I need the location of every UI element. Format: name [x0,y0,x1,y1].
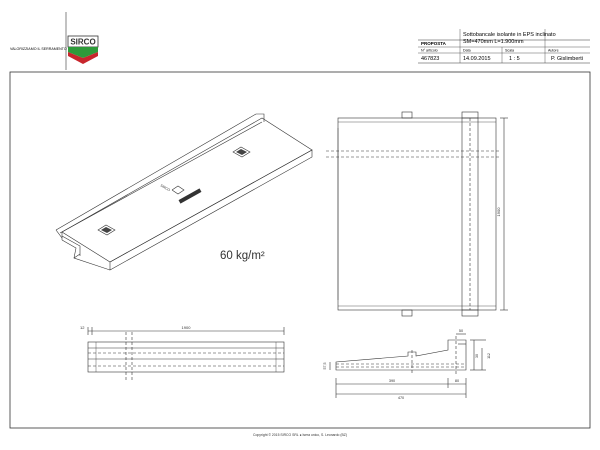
col-article: N° articolo [421,49,438,53]
section-dim-left: 57,5 [323,363,327,370]
col-author: Autore [548,49,559,53]
side-height-dim: 1900 [496,207,501,217]
front-view [87,327,285,380]
section-dim-right-b: 112 [487,353,491,359]
copyright-text: Copyright © 2015 SIRCO SRL ● Isera unico… [253,433,347,437]
col-date: Data [463,49,471,53]
article-number: 467823 [421,56,439,62]
title-block: VALORIZZIAMO IL SERRAMENTO SIRCO PROPOST… [10,12,590,70]
section-dim-top: 50 [459,329,463,333]
author-value: P. Gislimberti [551,56,583,62]
section-dim-bottom-b: 80 [455,379,459,383]
cross-section-view [329,333,486,398]
top-view [326,111,508,317]
front-length-dim: 1900 [182,325,192,330]
iso-label: SIRCO [160,183,172,192]
description-line-2: SM=470mm L=1.900mm [463,39,524,45]
isometric-view [55,113,313,271]
scale-value: 1 : 5 [509,56,520,62]
logo-text: SIRCO [70,38,95,47]
drawing-frame [9,71,591,429]
description-line-1: Sottobancale isolante in EPS inclinato [463,32,556,38]
section-dim-right-a: 30 [475,354,479,358]
proposal-label: PROPOSTA [421,41,447,46]
col-scale: Scala [505,49,514,53]
date-value: 14.09.2015 [463,56,491,62]
company-tagline: VALORIZZIAMO IL SERRAMENTO [10,47,67,51]
company-logo: SIRCO [67,35,99,64]
section-dim-total: 470 [398,396,404,400]
section-dim-bottom-a: 390 [389,379,395,383]
weight-note: 60 kg/m² [220,250,265,262]
front-left-dim: 12 [80,325,85,330]
